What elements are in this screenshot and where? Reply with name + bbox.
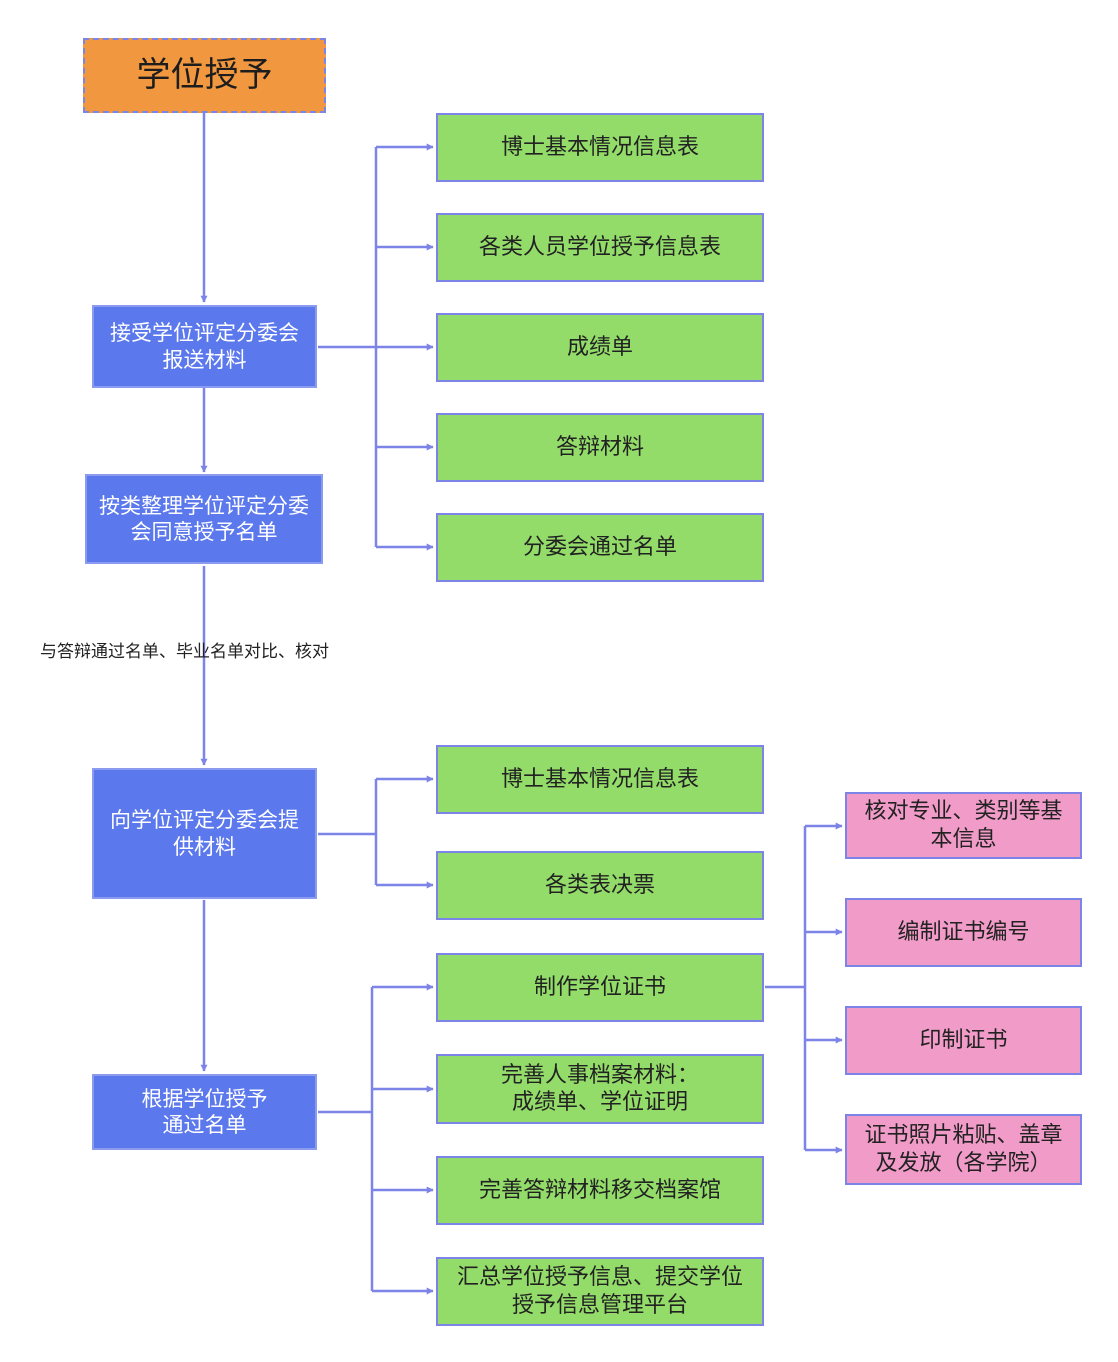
certificate-item-label: 印制证书 [919,1027,1008,1053]
step1-item-1: 博士基本情况信息表 [436,113,764,182]
step1-item-label: 博士基本情况信息表 [500,134,699,160]
step4-item-1: 制作学位证书 [436,953,764,1022]
step3-item-label: 各类表决票 [544,872,655,898]
root-label: 学位授予 [136,55,273,96]
step1-item-label: 成绩单 [566,334,633,360]
certificate-item-1: 核对专业、类别等基本信息 [845,792,1082,859]
step1-item-4: 答辩材料 [436,413,764,482]
step-label: 按类整理学位评定分委会同意授予名单 [99,493,309,544]
step3-item-1: 博士基本情况信息表 [436,745,764,814]
step4-item-2: 完善人事档案材料：成绩单、学位证明 [436,1054,764,1124]
certificate-item-label: 核对专业、类别等基本信息 [864,799,1063,852]
step3-item-2: 各类表决票 [436,851,764,920]
step4-item-label: 汇总学位授予信息、提交学位授予信息管理平台 [456,1265,743,1318]
step-label: 接受学位评定分委会报送材料 [110,321,299,372]
step1-item-2: 各类人员学位授予信息表 [436,213,764,282]
step1-item-label: 分委会通过名单 [522,534,677,560]
step-label: 根据学位授予通过名单 [141,1086,268,1137]
step1-item-3: 成绩单 [436,313,764,382]
step-node-4: 根据学位授予通过名单 [92,1074,317,1150]
certificate-item-label: 证书照片粘贴、盖章及发放（各学院） [864,1123,1063,1176]
root-node: 学位授予 [83,38,326,113]
step1-item-label: 答辩材料 [555,434,644,460]
step4-item-label: 完善人事档案材料：成绩单、学位证明 [500,1062,699,1116]
step4-item-3: 完善答辩材料移交档案馆 [436,1156,764,1225]
step1-item-label: 各类人员学位授予信息表 [478,234,721,260]
step4-item-4: 汇总学位授予信息、提交学位授予信息管理平台 [436,1257,764,1326]
step-node-1: 接受学位评定分委会报送材料 [92,305,317,388]
step4-item-label: 制作学位证书 [533,974,666,1000]
step-label: 向学位评定分委会提供材料 [110,808,299,859]
certificate-item-3: 印制证书 [845,1006,1082,1075]
certificate-item-2: 编制证书编号 [845,898,1082,967]
edge-label: 与答辩通过名单、毕业名单对比、核对 [40,642,329,662]
step-node-3: 向学位评定分委会提供材料 [92,768,317,899]
step4-item-label: 完善答辩材料移交档案馆 [478,1177,721,1203]
step-node-2: 按类整理学位评定分委会同意授予名单 [85,474,323,564]
step3-item-label: 博士基本情况信息表 [500,766,699,792]
certificate-item-label: 编制证书编号 [897,919,1030,945]
certificate-item-4: 证书照片粘贴、盖章及发放（各学院） [845,1114,1082,1185]
step1-item-5: 分委会通过名单 [436,513,764,582]
